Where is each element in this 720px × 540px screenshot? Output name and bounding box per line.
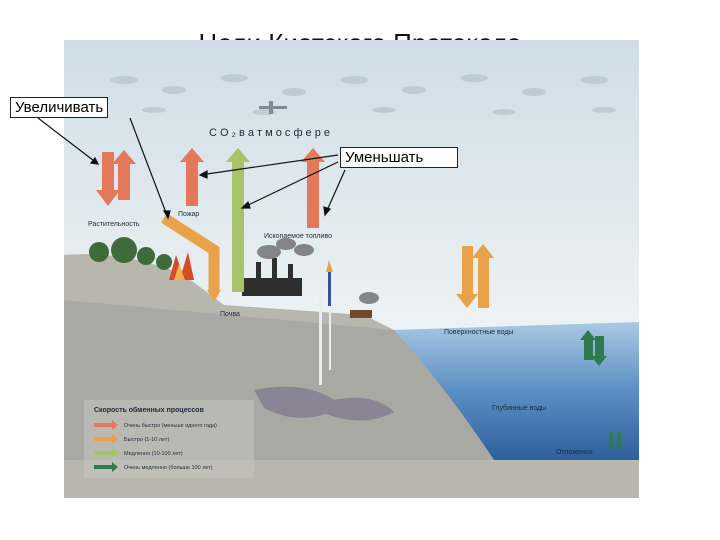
arrow-deep-exchange bbox=[580, 330, 607, 366]
well-pipe-2 bbox=[329, 280, 331, 370]
arrow-fire-up bbox=[180, 148, 204, 206]
legend-item-label: Очень быстро (меньше одного года) bbox=[124, 423, 217, 429]
factory-icon bbox=[242, 258, 302, 296]
smoke bbox=[257, 238, 379, 304]
label-surface-water: Поверхностные воды bbox=[444, 329, 513, 336]
legend-item: Очень быстро (меньше одного года) bbox=[94, 420, 217, 430]
atmosphere-label: С О ₂ в а т м о с ф е р е bbox=[209, 127, 330, 139]
airplane-icon bbox=[259, 101, 287, 114]
arrow-ocean-down bbox=[456, 246, 478, 308]
legend-item-label: Очень медленно (больше 100 лет) bbox=[124, 465, 213, 471]
label-deep-water: Глубинные воды bbox=[492, 404, 546, 412]
well-pipe bbox=[319, 270, 322, 385]
legend-item: Очень медленно (больше 100 лет) bbox=[94, 462, 213, 472]
legend-item-label: Медленно (10-100 лет) bbox=[124, 451, 183, 457]
legend-item-label: Быстро (1-10 лет) bbox=[124, 437, 169, 443]
callout-increase: Увеличивать bbox=[10, 97, 109, 118]
carbon-cycle-diagram: С О ₂ в а т м о с ф е р е bbox=[64, 40, 639, 498]
arrow-vegetation-down bbox=[96, 152, 120, 206]
truck-icon bbox=[350, 310, 372, 318]
arrow-ocean-up bbox=[472, 244, 494, 308]
arrow-sediments bbox=[609, 432, 621, 450]
trees bbox=[89, 237, 172, 270]
legend-item: Быстро (1-10 лет) bbox=[94, 434, 169, 444]
clouds bbox=[110, 74, 616, 115]
label-fire: Пожар bbox=[178, 211, 199, 218]
callout-decrease: Уменьшать bbox=[340, 147, 458, 168]
oil-deposit bbox=[254, 386, 394, 421]
legend: Скорость обменных процессов Очень быстро… bbox=[84, 400, 254, 478]
legend-item: Медленно (10-100 лет) bbox=[94, 448, 183, 458]
label-fossil-fuel: Ископаемое топливо bbox=[264, 233, 332, 240]
label-vegetation: Растительность bbox=[88, 221, 140, 228]
arrow-vegetation-to-soil bbox=[161, 213, 220, 292]
legend-title: Скорость обменных процессов bbox=[94, 406, 205, 414]
label-soil: Почва bbox=[220, 311, 240, 318]
label-sediments: Отложения bbox=[556, 449, 593, 456]
gas-flare-icon bbox=[326, 260, 333, 306]
arrow-soil-head bbox=[207, 290, 221, 302]
fire-icon bbox=[169, 252, 194, 280]
